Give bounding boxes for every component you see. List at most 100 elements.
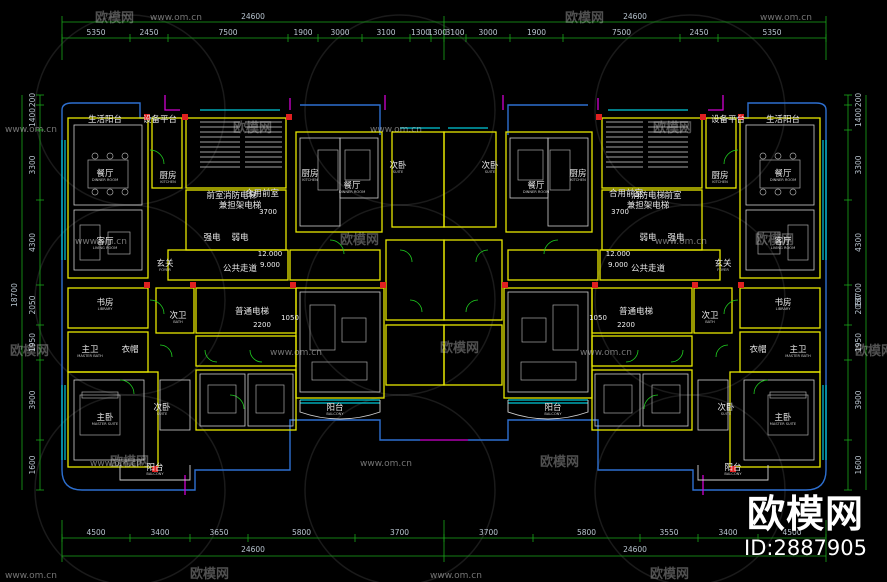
watermark-cn: 欧模网 (755, 232, 794, 248)
dimension-label: 3900 (28, 390, 37, 409)
room-label: 次卫 (169, 310, 187, 321)
watermark-cn: 欧模网 (233, 120, 272, 136)
dimension-label: 4300 (28, 233, 37, 252)
room-label: 书房 (774, 297, 791, 308)
room-label-en: KITCHEN (712, 180, 728, 184)
room-label: 玄关 (714, 258, 732, 269)
room-label: 公共走道 (631, 263, 666, 274)
dimension-label: 4500 (782, 528, 801, 537)
dimension-label: 3900 (854, 390, 863, 409)
room-label: 合用前室 (245, 188, 280, 199)
dimension-label: 1900 (293, 28, 312, 37)
room-label-en: LIVING ROOM (93, 246, 117, 250)
room-label: 主卧 (96, 412, 114, 423)
watermark-url: www.om.cn (150, 13, 202, 23)
room-label: 厨房 (569, 168, 586, 179)
room-label: 餐厅 (343, 181, 361, 191)
room-label-en: KITCHEN (302, 178, 318, 182)
room-label-en: LIBRARY (98, 307, 114, 311)
dimension-label: 1950 (28, 333, 37, 352)
dimension-label: 200 (854, 93, 863, 108)
watermark-cn: 欧模网 (540, 454, 579, 470)
dimension-label: 3100 (376, 28, 395, 37)
room-label-en: KITCHEN (160, 180, 176, 184)
watermark-url: www.om.cn (370, 125, 422, 135)
room-label: 客厅 (96, 236, 114, 247)
room-label-en: SUITE (721, 412, 732, 416)
room-label-en: BALCONY (146, 472, 164, 476)
room-label: 次卫 (701, 310, 719, 321)
watermark-layer: www.om.cn 欧模网 欧模网 www.om.cn www.om.cn 欧模… (5, 10, 887, 582)
room-label: 消防电梯 (631, 190, 666, 201)
dimension-label: 24600 (623, 12, 647, 21)
dimension-label: 3400 (150, 528, 169, 537)
room-label-en: LIVING ROOM (771, 246, 795, 250)
room-label: 厨房 (159, 170, 176, 181)
dimension-label: 1950 (854, 333, 863, 352)
room-label-en: DINNER ROOM (770, 178, 796, 182)
watermark-cn: 欧模网 (565, 10, 604, 26)
room-label-en: LIBRARY (776, 307, 792, 311)
room-label: 弱电 (231, 232, 249, 243)
room-label: 次卧 (481, 160, 499, 171)
watermark-cn: 欧模网 (340, 232, 379, 248)
partition-walls (73, 124, 815, 461)
room-label: 阳台 (544, 402, 561, 413)
watermark-url: www.om.cn (270, 348, 322, 358)
room-label-en: DINNER ROOM (523, 190, 549, 194)
elevation-label: 9.000 (260, 261, 280, 269)
furniture (79, 149, 809, 436)
elevation-label: 12.000 (258, 250, 283, 258)
dimension-label: 1400 (854, 108, 863, 127)
dimension-label: 5350 (86, 28, 105, 37)
brand-badge: 欧模网 ID:2887905 (744, 492, 867, 560)
dimension-label: 2450 (689, 28, 708, 37)
elevation-label: 9.000 (608, 261, 628, 269)
dimension-label: 3550 (659, 528, 678, 537)
dimension-label: 7500 (218, 28, 237, 37)
dimension-label: 3400 (718, 528, 737, 537)
dimension-label: 4300 (854, 233, 863, 252)
dimension-label: 2450 (139, 28, 158, 37)
room-label: 厨房 (301, 168, 318, 179)
elevation-label: 2200 (253, 321, 271, 329)
stairwell (200, 121, 688, 168)
room-label: 普通电梯 (619, 306, 654, 317)
watermark-cn: 欧模网 (440, 340, 479, 356)
room-label-en: SUITE (157, 412, 168, 416)
structure-markers (144, 95, 744, 495)
watermark-url: www.om.cn (655, 237, 707, 247)
doors (119, 149, 769, 410)
dimension-label: 3650 (209, 528, 228, 537)
watermark-url: www.om.cn (75, 237, 127, 247)
room-label: 餐厅 (774, 169, 792, 179)
dimension-label: 5350 (762, 28, 781, 37)
room-label-en: FOYER (717, 268, 729, 272)
model-id: ID:2887905 (744, 536, 867, 560)
dimension-label: 24600 (623, 545, 647, 554)
room-label: 普通电梯 (235, 306, 270, 317)
watermark-cn: 欧模网 (10, 343, 49, 359)
room-label: 主卫 (81, 344, 99, 355)
watermark-url: www.om.cn (760, 13, 812, 23)
room-label-en: BALCONY (724, 472, 742, 476)
room-label: 消防电梯 (223, 190, 258, 201)
dimension-label: 3300 (854, 155, 863, 174)
balconies (119, 400, 769, 481)
dimension-label: 1600 (854, 455, 863, 474)
room-label-en: BALCONY (326, 412, 344, 416)
room-label: 次卧 (153, 402, 171, 413)
dimension-label: 7500 (612, 28, 631, 37)
dimension-label: 2050 (854, 295, 863, 314)
room-label: 主卧 (774, 412, 792, 423)
room-label: 设备平台 (711, 114, 745, 125)
room-label: 设备平台 (143, 114, 177, 125)
dimension-label: 18700 (854, 283, 863, 307)
dimension-lines (21, 16, 867, 562)
room-label: 玄关 (156, 258, 174, 269)
watermark-url: www.om.cn (430, 571, 482, 581)
room-label-en: KITCHEN (570, 178, 586, 182)
